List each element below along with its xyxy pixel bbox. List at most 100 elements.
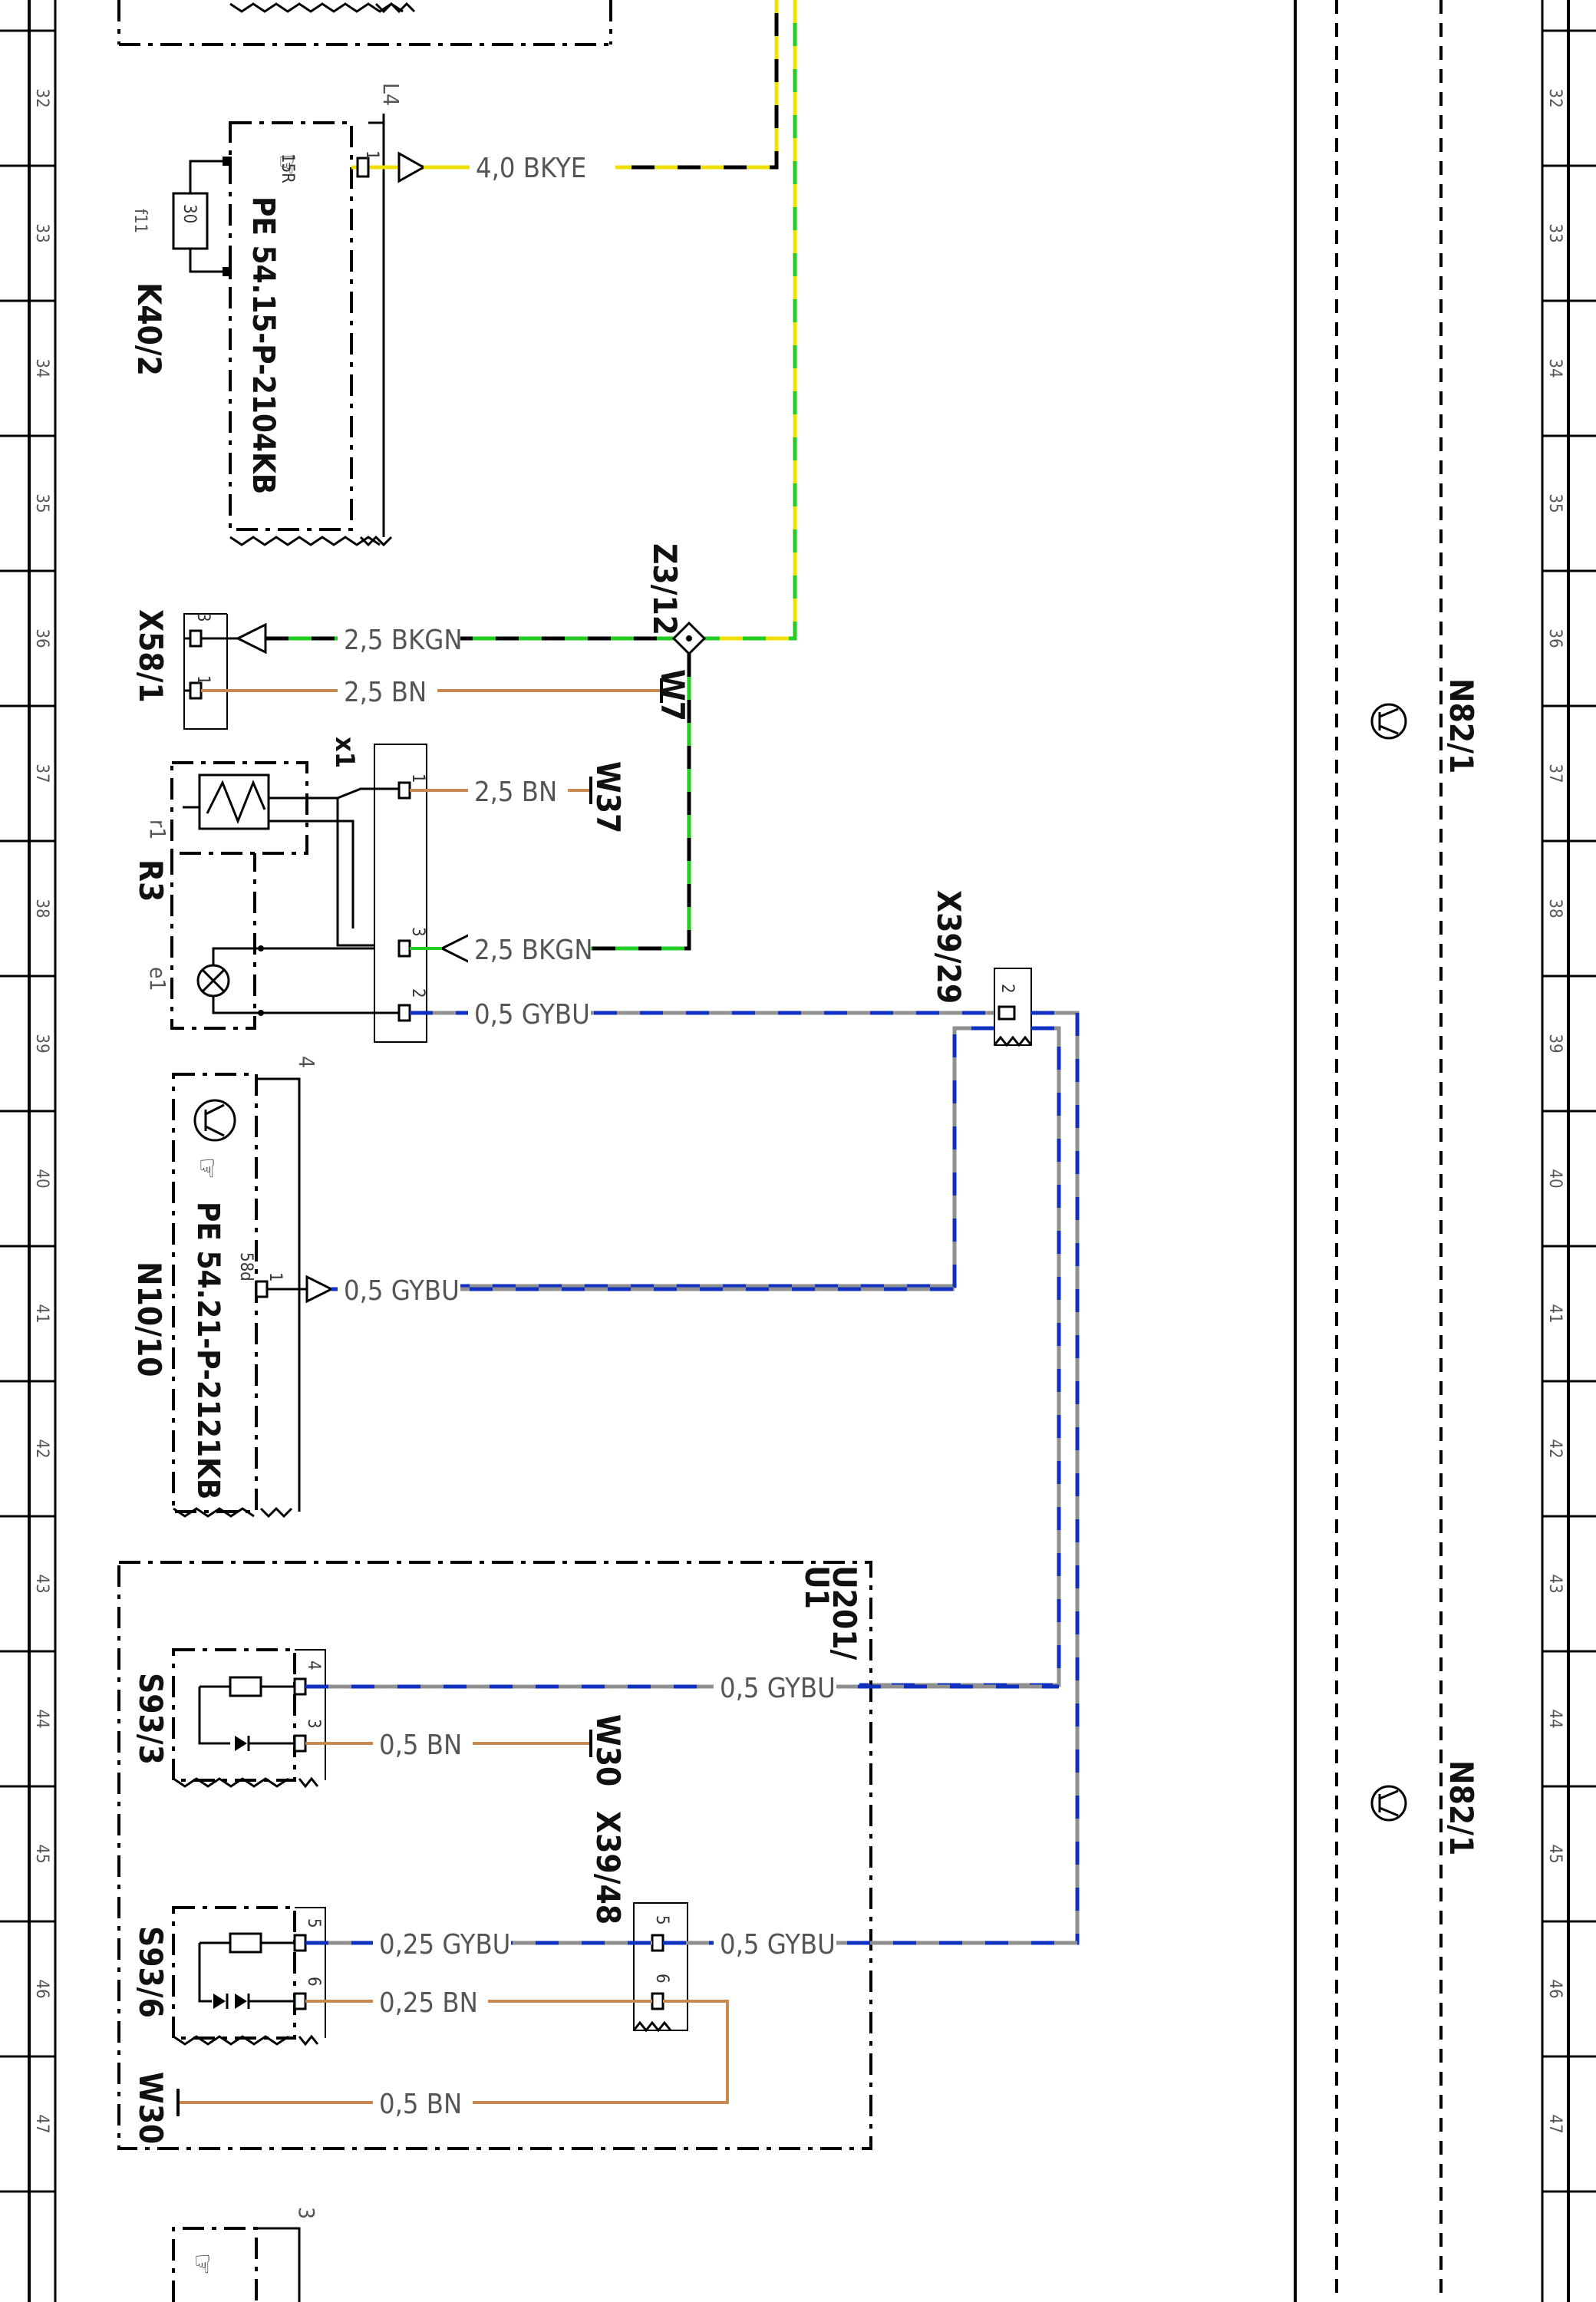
- grid-row-label: 36: [32, 628, 51, 648]
- grid-row-label: 44: [32, 1709, 51, 1728]
- grid-row-label: 45: [32, 1844, 51, 1863]
- n82-1-icon-b: [1370, 1785, 1407, 1822]
- grid-row-label: 42: [1545, 1439, 1565, 1458]
- s93-3-pin-3: 3: [304, 1719, 323, 1729]
- x58-1-connector: [183, 613, 267, 730]
- grid-row-label: 45: [1545, 1844, 1565, 1863]
- r3-pin-1: 1: [408, 773, 427, 783]
- grid-row-label: 40: [32, 1169, 51, 1188]
- s93-3-label: S93/3: [132, 1673, 170, 1765]
- grid-row-label: 47: [1545, 2114, 1565, 2133]
- wire-bkgn-vertical: [689, 0, 797, 641]
- hand-icon-n10: ☞: [191, 1157, 223, 1179]
- grid-row-label: 37: [1545, 763, 1565, 783]
- wire-label-bn-s93-3: 0,5 BN: [379, 1730, 462, 1761]
- grid-row-label: 39: [1545, 1034, 1565, 1053]
- fuse-label: f11: [130, 209, 150, 233]
- n82-1-label-a: N82/1: [1443, 678, 1480, 773]
- k40-2-label: K40/2: [130, 282, 168, 376]
- grid-row-label: 35: [1545, 493, 1565, 513]
- hand-icon-k40: ☞: [271, 153, 302, 176]
- grid-row-label: 43: [32, 1574, 51, 1593]
- wire-label-bkye: 4,0 BKYE: [476, 153, 586, 184]
- r3-pin-3: 3: [408, 927, 427, 937]
- fuse-label-group: f11: [130, 209, 150, 233]
- k40-pin-1: 1: [362, 150, 381, 160]
- r3-label: R3: [132, 859, 170, 902]
- n82-1-icon-a: [1370, 703, 1407, 740]
- wire-bkye: 4,0 BKYE: [367, 0, 779, 184]
- k40-2-component: [172, 114, 470, 547]
- wire-bn-s93-6: 0,25 BN: [178, 1984, 729, 2104]
- x39-48-pin-5: 5: [652, 1915, 671, 1925]
- grid-row-label: 40: [1545, 1169, 1565, 1188]
- hand-icon-bottom: ☞: [186, 2253, 218, 2275]
- s93-6-label: S93/6: [132, 1926, 170, 2018]
- wire-bkgn-r3-vertical: [583, 654, 691, 951]
- w7-label: W7: [654, 669, 691, 721]
- k40-wire-ref: L4: [378, 83, 404, 106]
- s93-6-pin-5: 5: [304, 1918, 323, 1928]
- r3-e1-label: e1: [145, 967, 170, 991]
- wire-label-gybu-s93-6: 0,25 GYBU: [379, 1929, 510, 1961]
- wire-label-bn-w37: 2,5 BN: [474, 777, 557, 808]
- r3-pin-2: 2: [408, 988, 427, 998]
- wire-gybu-x39-48: 0,5 GYBU: [663, 1926, 1077, 1961]
- r3-component: [170, 744, 471, 1043]
- wire-label-gybu-n10: 0,5 GYBU: [344, 1275, 460, 1307]
- wire-label-bn-s93-6: 0,25 BN: [379, 1987, 478, 2019]
- grid-row-label: 37: [32, 763, 51, 783]
- wire-bn-s93-3: 0,5 BN: [305, 1726, 592, 1761]
- grid-row-label: 43: [1545, 1574, 1565, 1593]
- grid-row-label: 44: [1545, 1709, 1565, 1728]
- u1-label: U1: [798, 1565, 836, 1609]
- wire-label-bn-x58: 2,5 BN: [344, 677, 427, 708]
- grid-row-label: 41: [32, 1304, 51, 1323]
- grid-row-label: 34: [1545, 358, 1565, 378]
- r3-x1-label: x1: [329, 737, 360, 768]
- n10-pin-1: 1: [265, 1272, 285, 1282]
- grid-row-label: 33: [32, 223, 51, 242]
- s93-3-pin-4: 4: [304, 1661, 323, 1670]
- grid-row-label: 39: [32, 1034, 51, 1053]
- grid-row-label: 42: [32, 1439, 51, 1458]
- w30-label-b: W30: [132, 2072, 170, 2144]
- right-grid-strip: 3132333435363738394041424344454647: [1541, 0, 1596, 2302]
- u1-box: [117, 1561, 872, 2150]
- wire-label-gybu-r3: 0,5 GYBU: [474, 999, 590, 1031]
- x39-29-connector: [993, 968, 1033, 1047]
- x39-29-pin-2: 2: [998, 984, 1017, 994]
- wire-label-bkgn-r3: 2,5 BKGN: [474, 935, 593, 966]
- s93-3-switch: [172, 1648, 326, 1789]
- wire-bkgn-x58: 2,5 BKGN: [265, 622, 689, 656]
- wire-bn-w30: 0,5 BN: [176, 2086, 473, 2120]
- k40-2-ref: PE 54.15-P-2104KB: [246, 196, 281, 494]
- grid-row-label: 32: [1545, 88, 1565, 107]
- wire-label-gybu-x39-48: 0,5 GYBU: [720, 1929, 836, 1961]
- k40-pin-15r: 15R: [278, 153, 297, 183]
- grid-row-label: 46: [1545, 1979, 1565, 1998]
- grid-row-label: 38: [32, 899, 51, 918]
- n10-pin-58d: 58d: [236, 1252, 256, 1281]
- wire-gybu-s93-3: 0,5 GYBU: [305, 1670, 1059, 1704]
- s93-6-switch: [172, 1906, 326, 2046]
- top-box-remnant: [117, 0, 612, 46]
- r3-r1-label: r1: [145, 820, 170, 839]
- wire-bn-w37: 2,5 BN: [410, 773, 592, 808]
- x58-1-label: X58/1: [132, 609, 170, 703]
- wire-label-bn-w30: 0,5 BN: [379, 2089, 462, 2120]
- wire-bkgn-r3: 2,5 BKGN: [468, 932, 593, 966]
- x58-pin-1: 1: [193, 675, 213, 685]
- left-grid-strip: 3132333435363738394041424344454647: [0, 0, 57, 2302]
- grid-row-label: 32: [32, 88, 51, 107]
- z3-12-label: Z3/12: [646, 543, 684, 635]
- grid-row-label: 41: [1545, 1304, 1565, 1323]
- grid-row-label: 36: [1545, 628, 1565, 648]
- fuse-value: 30: [180, 204, 199, 223]
- u201-label: U201/: [826, 1565, 863, 1661]
- x39-48-pin-6: 6: [652, 1974, 671, 1984]
- bottom-wire-ref: 3: [294, 2207, 319, 2219]
- n10-10-label: N10/10: [130, 1261, 168, 1377]
- x39-29-label: X39/29: [930, 890, 968, 1004]
